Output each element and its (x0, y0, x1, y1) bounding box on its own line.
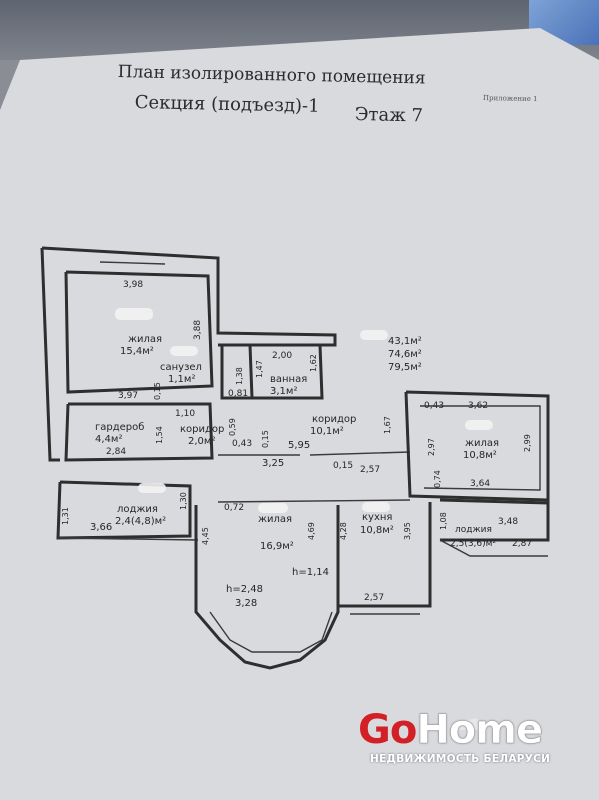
living1-name: жилая (128, 334, 162, 345)
living3-walls (194, 505, 340, 670)
logo-wordmark: GoHome (358, 707, 543, 753)
logo-subtitle: НЕДВИЖИМОСТЬ БЕЛАРУСИ (370, 753, 551, 765)
avito-watermark: ☁ (455, 700, 487, 738)
bath-area: 3,1м² (270, 386, 297, 397)
living2-area: 10,8м² (463, 450, 497, 461)
dim-0-15b: 0,15 (261, 430, 270, 448)
left-upper-room (64, 270, 214, 394)
blur-overlay-4 (258, 503, 288, 513)
corridor-main-name: коридор (312, 414, 356, 425)
dim-4-69: 4,69 (307, 522, 316, 540)
dim-2-57b: 2,57 (364, 593, 384, 603)
total-b: 74,6м² (388, 349, 422, 360)
dim-3-28: 3,28 (235, 598, 257, 609)
dim-1-62: 1,62 (309, 354, 318, 372)
blur-overlay-7 (138, 483, 166, 493)
outer-wall (41, 246, 337, 347)
living2-name: жилая (465, 438, 499, 449)
loggia2-name: лоджия (455, 525, 492, 535)
logo-home: Home (416, 707, 543, 753)
dim-2-99: 2,99 (523, 434, 532, 452)
logo-go: Go (358, 707, 417, 753)
dim-0-72: 0,72 (224, 503, 244, 513)
dim-3-88: 3,88 (193, 320, 203, 340)
bath-name: ванная (270, 374, 307, 385)
dim-3-98: 3,98 (123, 280, 143, 290)
dim-3-64: 3,64 (470, 479, 490, 489)
dim-1-08: 1,08 (439, 512, 448, 530)
dim-1-31: 1,31 (61, 507, 70, 525)
dim-1-67: 1,67 (383, 416, 392, 434)
dim-1-54a: 1,54 (155, 426, 164, 444)
kitchen-area: 10,8м² (360, 525, 394, 536)
dim-5-95: 5,95 (288, 440, 310, 451)
dim-2-84: 2,84 (106, 447, 126, 457)
dim-2-97: 2,97 (427, 438, 436, 456)
living3-name: жилая (258, 514, 292, 525)
loggia1-edge (57, 537, 199, 541)
right-inner (420, 405, 541, 491)
dim-4-28: 4,28 (339, 522, 348, 540)
dim-2-57a: 2,57 (360, 465, 380, 475)
dim-1-38: 1,38 (235, 367, 244, 385)
blur-overlay-6 (465, 420, 493, 430)
dim-0-74: 0,74 (433, 470, 442, 488)
dim-3-48: 3,48 (498, 517, 518, 527)
corridor-small-name: коридор (180, 424, 224, 435)
wardrobe-area: 4,4м² (95, 434, 122, 445)
kitchen-name: кухня (362, 512, 392, 523)
loggia2-area: 2,5(3,6)м² (450, 539, 496, 549)
gohome-logo: GoHome НЕДВИЖИМОСТЬ БЕЛАРУСИ (358, 708, 558, 770)
dim-3-62: 3,62 (468, 401, 488, 411)
dim-3-66: 3,66 (90, 522, 112, 533)
total-c: 79,5м² (388, 362, 422, 373)
wardrobe-name: гардероб (95, 422, 144, 433)
top-window (99, 261, 166, 265)
blur-overlay-5 (362, 502, 390, 512)
dim-0-59: 0,59 (228, 418, 237, 436)
wc-area: 1,1м² (168, 374, 195, 385)
dim-0-15a: 0,15 (153, 382, 162, 400)
dim-0-43a: 0,43 (232, 439, 252, 449)
loggia1-name: лоджия (117, 504, 158, 515)
dim-1-47: 1,47 (255, 360, 264, 378)
dim-0-81: 0,81 (228, 389, 248, 399)
living1-area: 15,4м² (120, 346, 154, 357)
bedroom-right (404, 390, 550, 502)
kitchen-walls (336, 502, 432, 608)
wc-name: санузел (160, 362, 202, 373)
living3-bay (209, 611, 333, 653)
dim-0-43b: 0,43 (424, 401, 444, 411)
blur-overlay-1 (115, 308, 153, 320)
height-2-48: h=2,48 (226, 584, 263, 595)
wardrobe-box (64, 402, 214, 462)
divider-1 (217, 499, 411, 503)
height-1-14: h=1,14 (292, 567, 329, 578)
bath-box (252, 343, 324, 400)
dim-4-45: 4,45 (201, 527, 210, 545)
living3-area: 16,9м² (260, 541, 294, 552)
loggia1-area: 2,4(4,8)м² (115, 516, 166, 527)
corridor-line-2 (309, 451, 411, 456)
blur-overlay-3 (360, 330, 388, 340)
dim-2-00: 2,00 (272, 351, 292, 361)
corridor-main-area: 10,1м² (310, 426, 344, 437)
dim-3-25: 3,25 (262, 458, 284, 469)
left-wall (40, 247, 60, 462)
loggia2-curve (439, 539, 548, 557)
dim-0-15c: 0,15 (333, 461, 353, 471)
dim-2-87: 2,87 (512, 539, 532, 549)
blur-overlay-2 (170, 346, 198, 356)
dim-1-10: 1,10 (175, 409, 195, 419)
dim-3-97: 3,97 (118, 391, 138, 401)
total-a: 43,1м² (388, 336, 422, 347)
dim-1-30: 1,30 (179, 492, 188, 510)
loggia2 (439, 498, 550, 542)
corridor-small-area: 2,0м² (188, 436, 215, 447)
dim-3-95: 3,95 (403, 522, 412, 540)
